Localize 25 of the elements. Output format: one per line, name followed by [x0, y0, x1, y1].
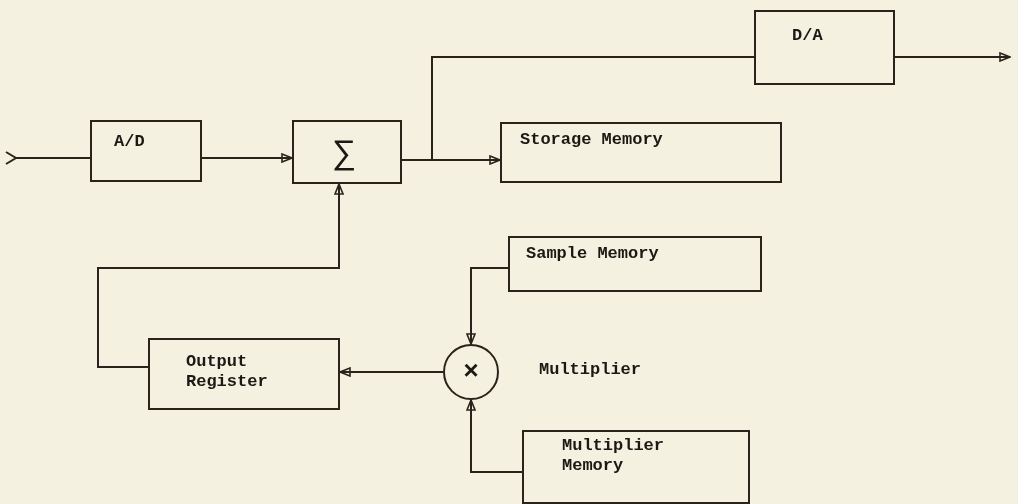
- memory-box: [522, 430, 750, 504]
- arrow: [894, 52, 1011, 62]
- summer-box: [292, 120, 402, 184]
- arrow: [401, 155, 501, 165]
- box-label: D/A: [792, 26, 823, 46]
- component-label: Multiplier: [539, 360, 642, 379]
- arrow: [5, 151, 91, 165]
- box-label: Sample Memory: [526, 244, 659, 264]
- arrow: [466, 399, 523, 473]
- arrow: [97, 183, 344, 368]
- converter-box: [754, 10, 895, 85]
- register-box: [148, 338, 340, 410]
- arrow: [466, 267, 509, 345]
- memory-box: [508, 236, 762, 292]
- arrow: [339, 367, 444, 377]
- memory-box: [500, 122, 782, 183]
- multiply-symbol: ×: [463, 358, 479, 386]
- sum-symbol: ∑: [334, 136, 355, 172]
- box-label: Output Register: [186, 352, 269, 392]
- multiplier-circle: [443, 344, 499, 400]
- box-label: A/D: [114, 132, 145, 152]
- arrow: [201, 153, 293, 163]
- box-label: Multiplier Memory: [562, 436, 666, 476]
- converter-box: [90, 120, 202, 182]
- box-label: Storage Memory: [520, 130, 663, 150]
